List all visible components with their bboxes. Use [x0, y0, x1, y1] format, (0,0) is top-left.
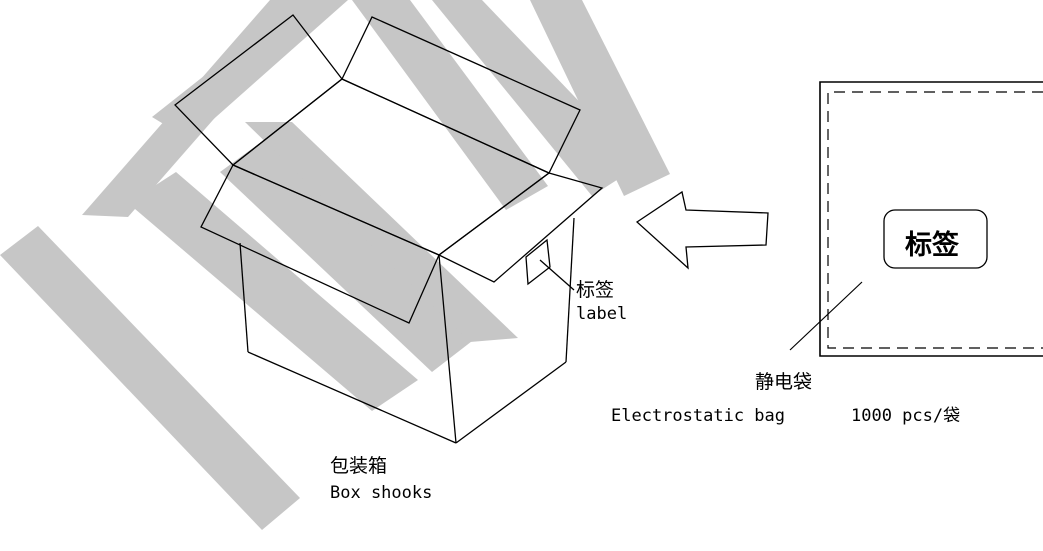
bag-label-en: Electrostatic bag — [611, 406, 785, 426]
bag-quantity: 1000 pcs/袋 — [851, 406, 961, 426]
electrostatic-bag — [789, 81, 1043, 357]
box-flap-front-left — [200, 164, 440, 324]
box-label-en: Box shooks — [330, 483, 433, 503]
box-tag-label-cn: 标签 — [576, 279, 615, 301]
box-label-rect — [525, 238, 551, 286]
box-drawing — [174, 14, 604, 444]
left-arrow-icon — [635, 190, 769, 270]
bag-label-cn: 静电袋 — [755, 371, 813, 393]
bag-tag-text: 标签 — [905, 230, 959, 261]
new-watermark — [0, 0, 670, 530]
box-label-cn: 包装箱 — [330, 455, 388, 477]
bag-tag-rect — [883, 209, 988, 269]
box-flap-front-right — [437, 172, 604, 283]
box-tag-label-en: label — [576, 304, 628, 324]
